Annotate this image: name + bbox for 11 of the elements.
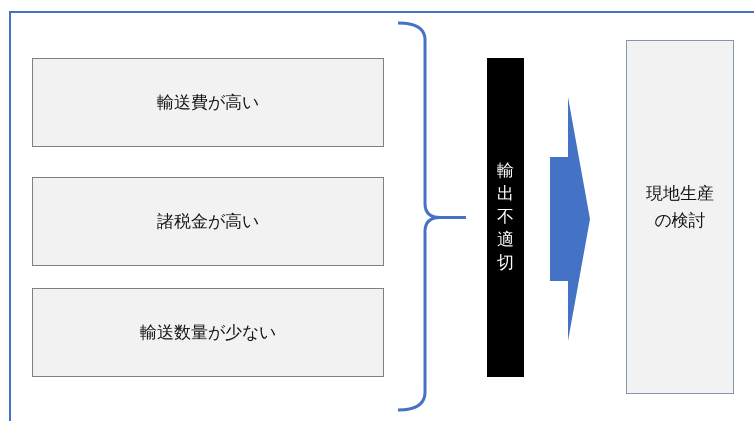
result-box	[626, 40, 734, 394]
box-text: 輸送費が高い	[157, 92, 259, 114]
process-box	[32, 288, 384, 377]
block-arrow	[550, 97, 590, 341]
box-text: 輸送数量が少ない	[140, 322, 276, 344]
bar-text: 輸出不適切	[497, 160, 514, 275]
box-text: 現地生産の検討	[645, 183, 715, 234]
vertical-bar	[487, 58, 524, 377]
process-box	[32, 58, 384, 147]
process-box	[32, 177, 384, 266]
box-text: 諸税金が高い	[157, 211, 259, 233]
